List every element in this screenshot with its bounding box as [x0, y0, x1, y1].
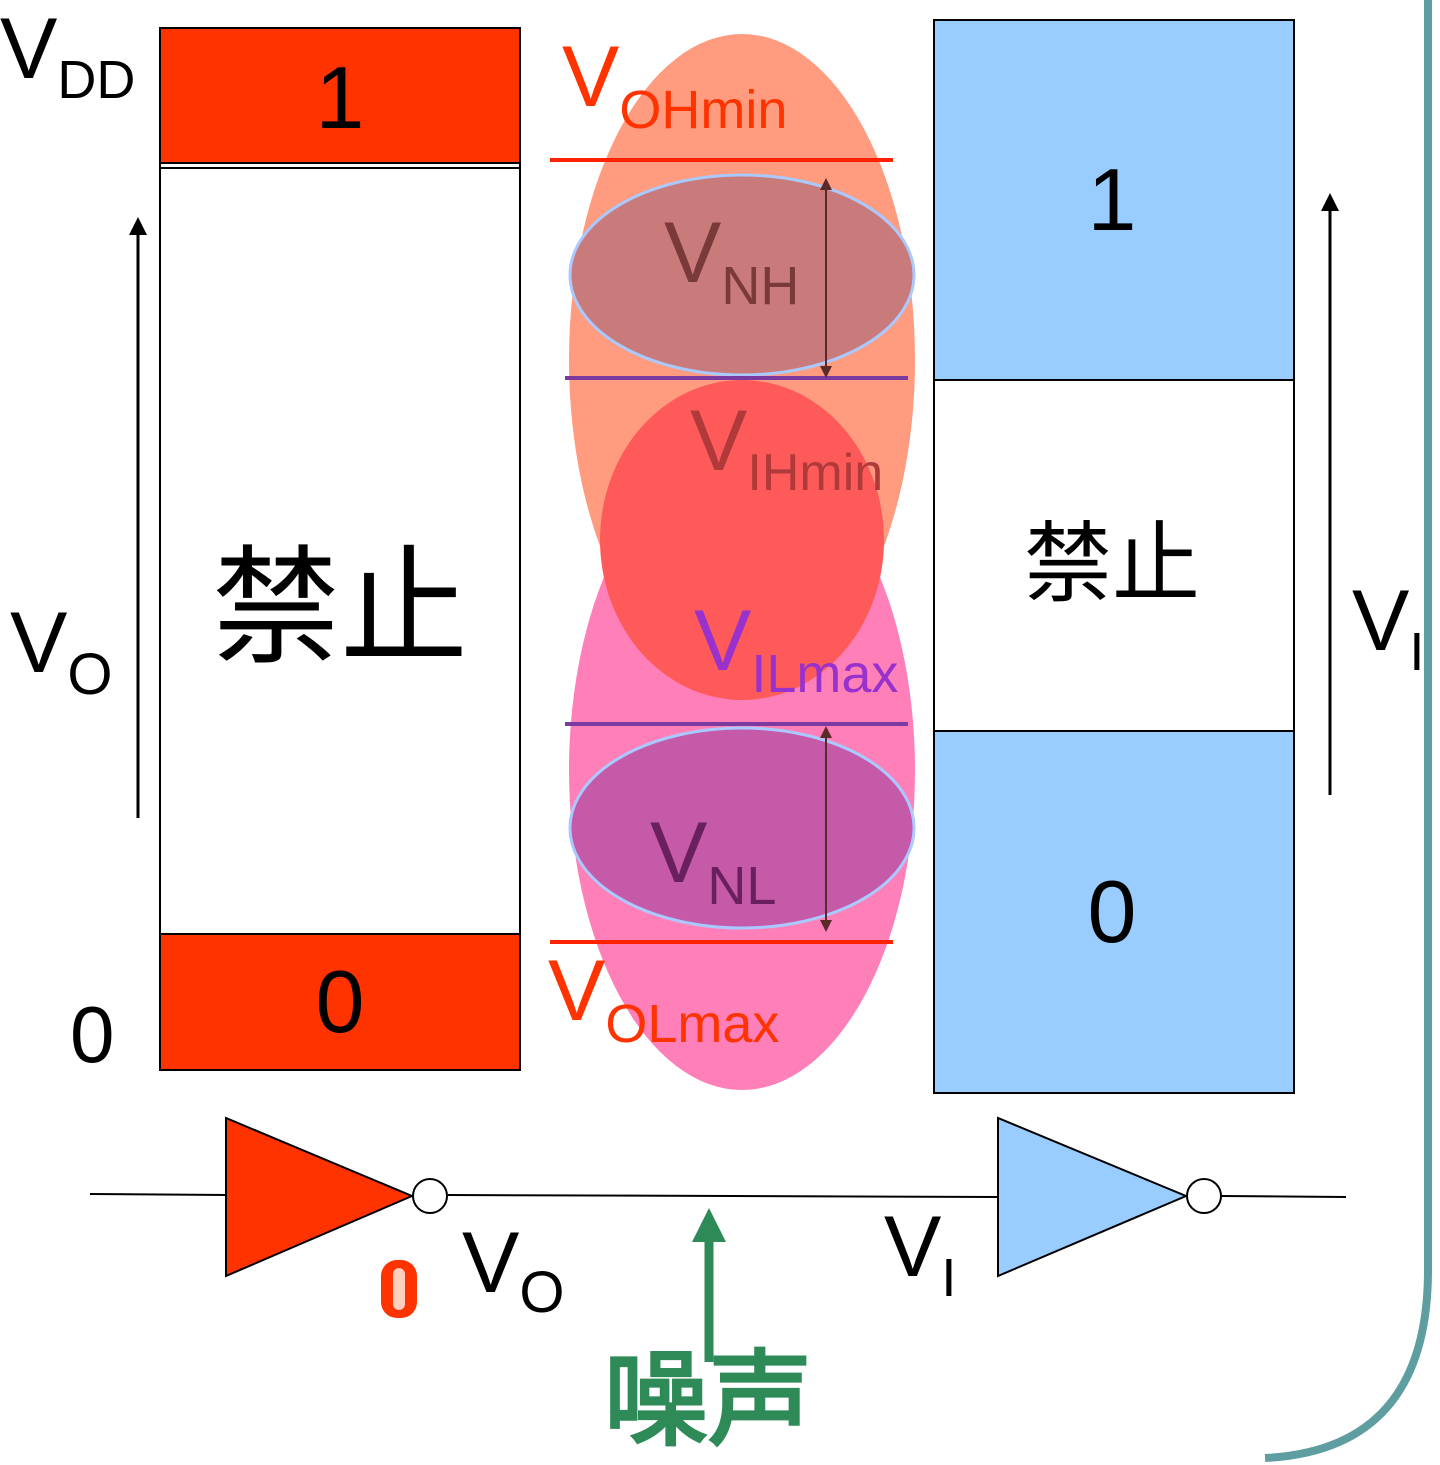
output-gate-body [225, 1116, 415, 1278]
output-zero-label: 0 [70, 990, 115, 1079]
vdd-label: VDD [0, 1, 135, 110]
output-level-column: 1 0 禁止 VDD 0 VO [0, 1, 521, 1079]
voh-label: VOHmin [562, 29, 787, 140]
noise-label: 噪声 [604, 1339, 812, 1461]
slide-frame [1264, 0, 1432, 1462]
red-ellipse [600, 380, 884, 700]
output-gate-bubble [412, 1178, 448, 1214]
input-low-label: 0 [1088, 862, 1137, 961]
output-high-block [159, 27, 521, 164]
input-high-label: 1 [1088, 150, 1137, 249]
vo-axis-label: VO [10, 595, 113, 707]
output-high-label: 1 [316, 48, 365, 147]
vol-label: VOLmax [548, 943, 779, 1054]
vnl-label: VNL [650, 805, 776, 916]
vi-axis-label: VI [1352, 573, 1424, 682]
input-level-column: 1 0 禁止 VI [933, 19, 1424, 1094]
input-wire [89, 1193, 229, 1196]
noise-margin-region: VOHmin VNH VIHmin VILmax VNL VOLmax [548, 29, 916, 1090]
circuit-vi-label: VI [884, 1199, 956, 1308]
vih-label: VIHmin [690, 393, 883, 502]
input-low-block [933, 730, 1295, 1094]
output-low-block [159, 933, 521, 1071]
circuit-vo-label: VO [462, 1215, 565, 1325]
input-gate-bubble [1186, 1178, 1222, 1214]
output-marker-core [393, 1268, 405, 1310]
output-low-label: 0 [316, 952, 365, 1051]
output-forbidden-label: 禁止 [212, 534, 468, 683]
input-high-block [933, 19, 1295, 381]
input-gate-body [997, 1116, 1189, 1278]
arrow-up-icon [692, 1208, 726, 1362]
inverter-icon [225, 1116, 448, 1278]
input-forbidden-label: 禁止 [1024, 512, 1200, 615]
vnh-label: VNH [664, 205, 799, 316]
inverter-icon [997, 1116, 1222, 1278]
output-wire [1221, 1195, 1347, 1198]
vil-label: VILmax [694, 593, 898, 704]
connecting-wire [447, 1194, 999, 1198]
circuit: VO VI 噪声 [89, 1116, 1347, 1461]
